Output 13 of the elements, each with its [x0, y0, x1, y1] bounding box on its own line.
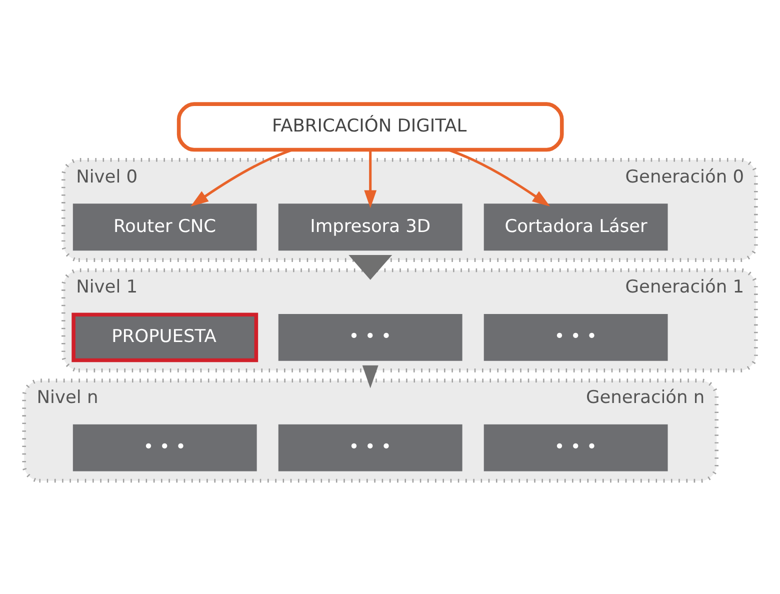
node-box: Impresora 3D: [278, 203, 462, 250]
node-box: • • •: [72, 424, 257, 471]
node-box: • • •: [278, 424, 462, 471]
node-box: FABRICACIÓN DIGITAL: [176, 102, 564, 152]
node-box: • • •: [278, 314, 462, 360]
arrow: [362, 364, 378, 388]
arrow: [364, 149, 377, 208]
node-box: • • •: [484, 424, 668, 471]
arrow: [348, 254, 392, 280]
node-box: • • •: [484, 314, 668, 360]
node-box: Cortadora Láser: [484, 203, 668, 250]
node-box: PROPUESTA: [72, 312, 258, 362]
node-box: Router CNC: [72, 203, 257, 250]
